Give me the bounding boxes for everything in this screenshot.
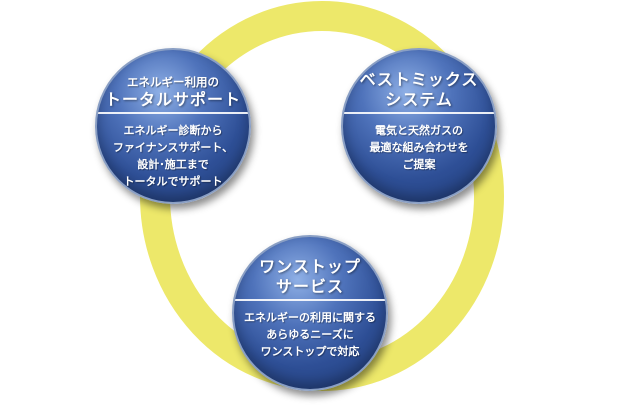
circle-one-stop-service: ワンストップ サービス エネルギーの利用に関する あらゆるニーズに ワンストップ… bbox=[232, 235, 388, 391]
circle-2-body-line: 電気と天然ガスの bbox=[375, 124, 463, 137]
circle-1-title: トータルサポート bbox=[104, 90, 241, 109]
circle-1-body-line: 設計･施工まで bbox=[137, 158, 209, 171]
circle-3-body: エネルギーの利用に関する あらゆるニーズに ワンストップで対応 bbox=[234, 309, 386, 360]
circle-3-title-line: サービス bbox=[275, 277, 344, 296]
circle-3-body-line: あらゆるニーズに bbox=[266, 328, 354, 341]
circle-1-body: エネルギー診断から ファイナンスサポート、 設計･施工まで トータルでサポート bbox=[97, 122, 249, 190]
circle-1-body-line: エネルギー診断から bbox=[123, 124, 223, 137]
circle-total-support: エネルギー利用の トータルサポート エネルギー診断から ファイナンスサポート、 … bbox=[95, 48, 251, 204]
circle-2-body-line: ご提案 bbox=[402, 158, 436, 171]
circle-2-title-line: ベストミックス bbox=[359, 70, 479, 89]
circle-2-body-line: 最適な組み合わせを bbox=[369, 141, 469, 154]
circle-1-divider bbox=[97, 112, 249, 114]
circle-2-divider bbox=[343, 112, 495, 114]
circle-1-header: エネルギー利用の トータルサポート bbox=[97, 50, 249, 110]
circle-3-title-line: ワンストップ bbox=[259, 257, 361, 276]
circle-2-header: ベストミックス システム bbox=[343, 50, 495, 110]
circle-3-divider bbox=[234, 299, 386, 301]
circle-3-header: ワンストップ サービス bbox=[234, 237, 386, 297]
circle-1-body-line: トータルでサポート bbox=[123, 175, 223, 188]
circle-2-title-line: システム bbox=[385, 90, 453, 109]
circle-1-subtitle: エネルギー利用の bbox=[127, 75, 219, 89]
circle-2-body: 電気と天然ガスの 最適な組み合わせを ご提案 bbox=[343, 122, 495, 173]
circle-3-body-line: エネルギーの利用に関する bbox=[244, 311, 376, 324]
circle-1-body-line: ファイナンスサポート、 bbox=[112, 141, 234, 154]
circle-best-mix-system: ベストミックス システム 電気と天然ガスの 最適な組み合わせを ご提案 bbox=[341, 48, 497, 204]
circle-3-body-line: ワンストップで対応 bbox=[260, 345, 360, 358]
